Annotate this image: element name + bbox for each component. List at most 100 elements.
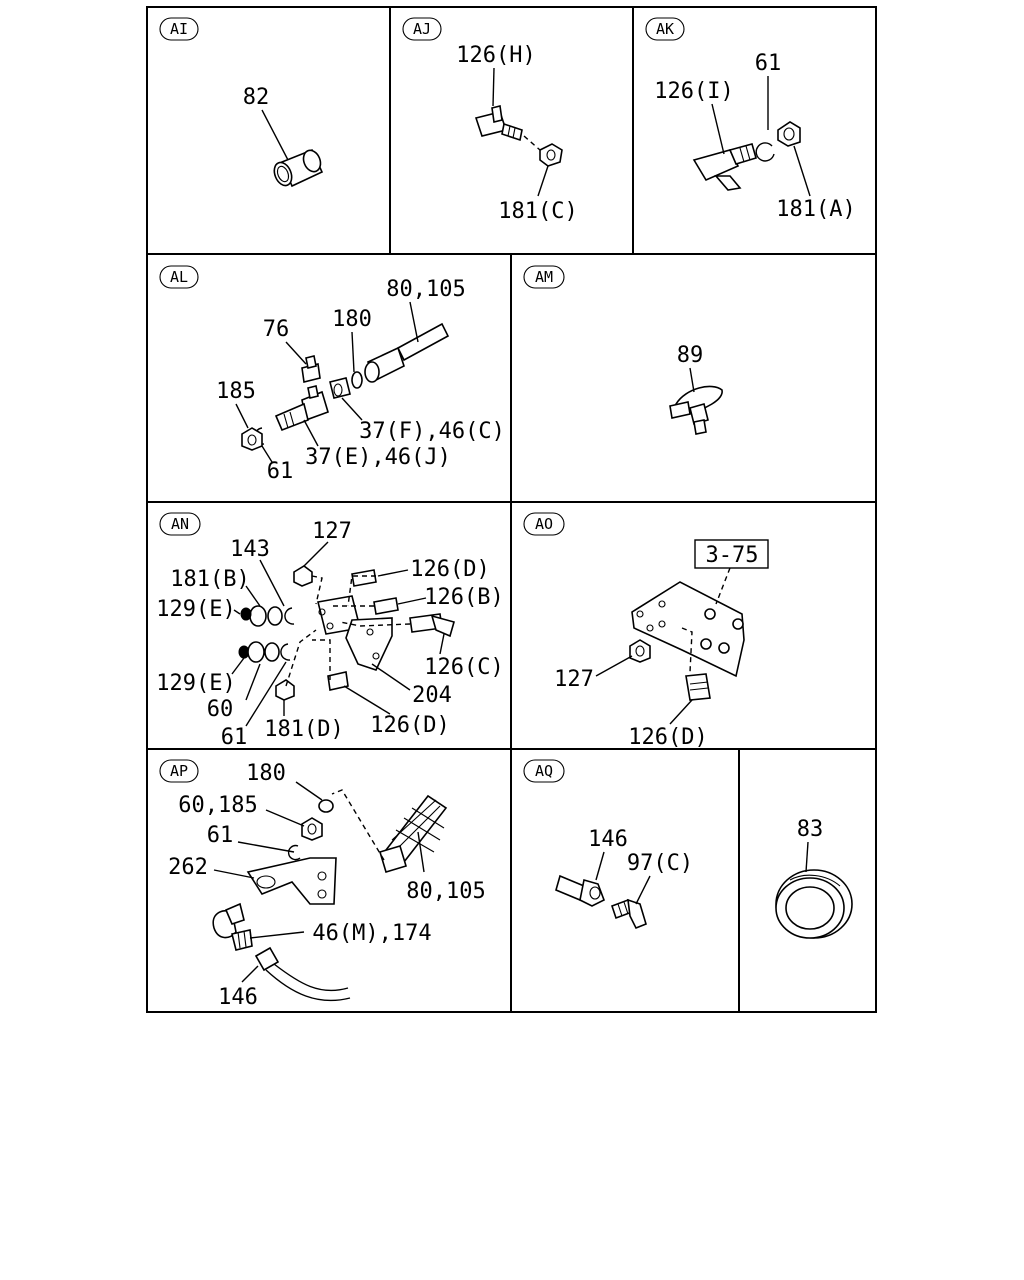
fitting-126d [685, 673, 711, 701]
panel-am: AM 89 [523, 265, 723, 435]
panel-ao: AO 3-75 127 126(D) [523, 512, 769, 750]
fitting-126d-top [351, 569, 377, 587]
hose-80-105 [364, 322, 450, 383]
label-204: 204 [412, 683, 452, 708]
label-126h: 126(H) [456, 43, 535, 68]
mounting-plate-ref-3-75 [631, 581, 745, 678]
label-146: 146 [218, 985, 258, 1010]
label-126d: 126(D) [628, 725, 707, 750]
label-80-105: 80,105 [406, 879, 485, 904]
tee-fitting-37e [274, 385, 329, 432]
panel-seal-83: 83 [775, 817, 853, 939]
label-89: 89 [677, 343, 704, 368]
sleeve-part-82 [273, 148, 324, 188]
panel-ai: AI 82 [159, 17, 324, 188]
label-80-105: 80,105 [386, 277, 465, 302]
svg-text:AL: AL [170, 268, 188, 286]
svg-text:AO: AO [535, 515, 553, 533]
label-83: 83 [797, 817, 824, 842]
panel-an: AN [156, 512, 504, 750]
clip-61 [755, 142, 775, 162]
clip-61 [287, 844, 301, 861]
fitting-126b [373, 597, 399, 615]
nut-127 [629, 639, 651, 663]
valve-89 [669, 385, 723, 435]
bracket-204 [317, 595, 393, 671]
seal-ring-83 [775, 869, 853, 939]
hose-146 [254, 946, 351, 1002]
label-61: 61 [267, 459, 294, 484]
label-37f-46c: 37(F),46(C) [359, 419, 505, 444]
label-126d-top: 126(D) [410, 557, 489, 582]
panel-aq: AQ 146 97(C) [523, 759, 693, 930]
nut-181a [777, 121, 801, 147]
label-126i: 126(I) [654, 79, 733, 104]
label-181d: 181(D) [264, 717, 343, 742]
panel-tag-am: AM [523, 265, 565, 289]
label-61: 61 [221, 725, 248, 750]
panel-tag-al: AL [159, 265, 199, 289]
nut-127 [293, 565, 313, 587]
label-126c: 126(C) [424, 655, 503, 680]
label-146: 146 [588, 827, 628, 852]
washer-180 [318, 799, 334, 813]
svg-text:AQ: AQ [535, 762, 553, 780]
label-37e-46j: 37(E),46(J) [305, 445, 451, 470]
label-180: 180 [246, 761, 286, 786]
elbow-fitting-126c [409, 613, 455, 638]
label-126d-bottom: 126(D) [370, 713, 449, 738]
svg-text:AJ: AJ [413, 20, 431, 38]
label-180: 180 [332, 307, 372, 332]
label-61: 61 [755, 51, 782, 76]
label-181a: 181(A) [776, 197, 855, 222]
panel-tag-ap: AP [159, 759, 199, 783]
nut-181d [275, 679, 295, 701]
panel-tag-ak: AK [645, 17, 685, 41]
svg-text:AK: AK [656, 20, 674, 38]
label-97c: 97(C) [627, 851, 693, 876]
label-185: 185 [216, 379, 256, 404]
svg-text:AN: AN [171, 515, 189, 533]
hose-end-146 [555, 874, 606, 907]
nut-181c [539, 143, 563, 167]
svg-text:AI: AI [170, 20, 188, 38]
panel-ap: AP [159, 759, 486, 1010]
reference-box-3-75: 3-75 [694, 539, 769, 569]
panel-tag-aq: AQ [523, 759, 565, 783]
fitting-129e-top [240, 607, 252, 621]
label-127: 127 [312, 519, 352, 544]
label-181b: 181(B) [170, 567, 249, 592]
panel-tag-an: AN [159, 512, 201, 536]
elbow-fitting-46m-174 [212, 902, 253, 951]
label-76: 76 [263, 317, 290, 342]
tee-fitting-126h [474, 105, 523, 142]
panel-al: AL [159, 265, 505, 484]
label-82: 82 [243, 85, 270, 110]
label-126b: 126(B) [424, 585, 503, 610]
fitting-181b [249, 605, 295, 627]
label-46m-174: 46(M),174 [312, 921, 431, 946]
cap-76 [301, 355, 321, 383]
svg-text:AP: AP [170, 762, 188, 780]
label-127: 127 [554, 667, 594, 692]
panel-ak: AK 126(I) 61 181(A) [645, 17, 856, 222]
nipple-37f [329, 377, 351, 399]
nut-185 [241, 427, 263, 451]
bracket-262 [246, 857, 337, 905]
elbow-fitting-126i [692, 143, 757, 191]
panel-tag-ao: AO [523, 512, 565, 536]
panel-tag-ai: AI [159, 17, 199, 41]
label-129e-bottom: 129(E) [156, 671, 235, 696]
hose-80-105 [379, 794, 448, 873]
fitting-126d-bottom [327, 671, 349, 691]
nut-60-185 [301, 817, 323, 841]
washer-180 [351, 371, 363, 389]
panel-aj: AJ 126(H) 181(C) [402, 17, 578, 224]
label-61: 61 [207, 823, 234, 848]
svg-text:3-75: 3-75 [706, 543, 759, 568]
panel-tag-aj: AJ [402, 17, 442, 41]
label-60-185: 60,185 [178, 793, 257, 818]
fitting-129e-bottom [238, 641, 291, 663]
label-60: 60 [207, 697, 234, 722]
